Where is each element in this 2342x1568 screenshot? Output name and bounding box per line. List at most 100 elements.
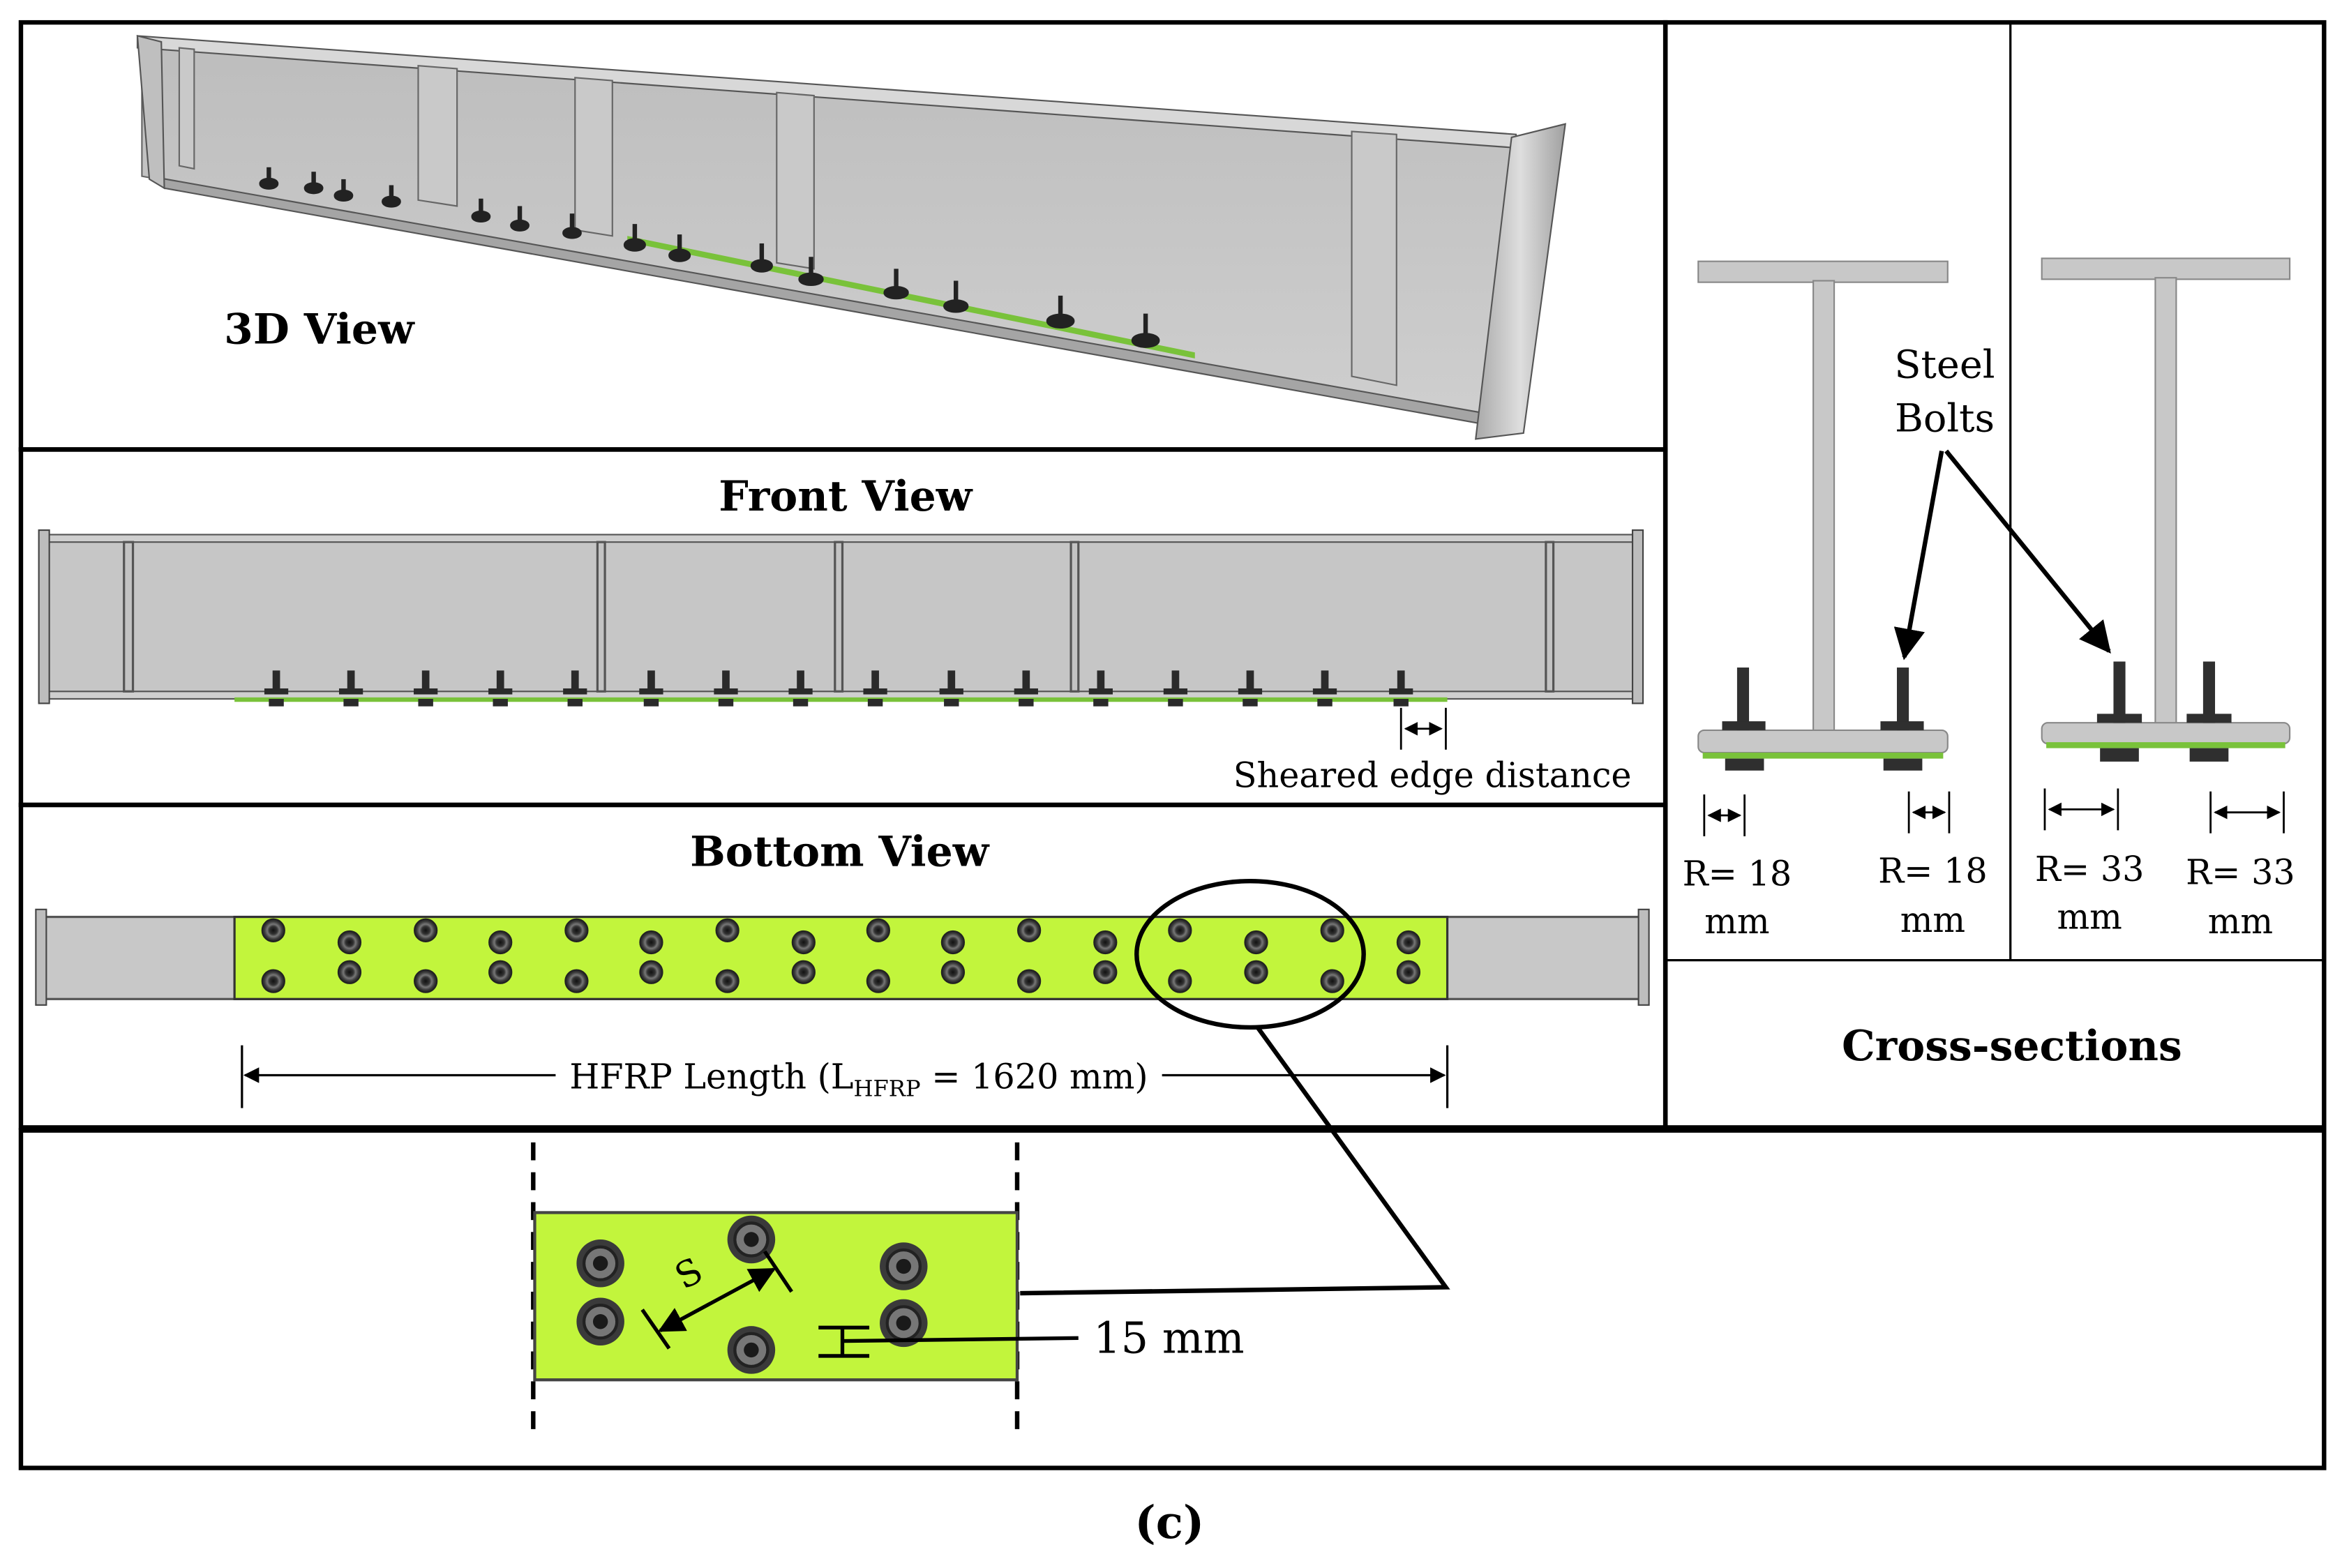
bottom-bolt: [1016, 918, 1042, 942]
cs2-web: [2154, 277, 2177, 725]
label-sheared-edge: Sheared edge distance: [1233, 755, 1632, 795]
front-bolt: [1389, 670, 1413, 707]
beam-3d-end-plate-left: [136, 34, 165, 190]
detail-bolt: [880, 1299, 928, 1348]
bottom-bolts: [261, 918, 1421, 993]
label-front-view: Front View: [719, 472, 973, 521]
cs1-web: [1812, 280, 1836, 733]
bottom-bolt: [639, 930, 663, 955]
beam-front: [38, 529, 1644, 704]
cross-section-1: [1697, 260, 1949, 771]
detail-hfrp-sheet: [533, 1211, 1019, 1382]
bottom-bolt: [1168, 969, 1192, 993]
bottom-bolt: [488, 930, 513, 955]
cross-section-2: [2041, 257, 2291, 762]
front-bolt: [788, 670, 813, 707]
bottom-bolt: [1244, 930, 1268, 955]
bottom-end-plate-right: [1637, 908, 1650, 1006]
cs1-top-flange: [1697, 260, 1949, 283]
cs2-bolt-left: [2096, 661, 2142, 762]
label-r18-left: R= 18: [1683, 854, 1792, 894]
front-bolt: [1238, 670, 1263, 707]
front-bolt: [338, 670, 363, 707]
bottom-bolt: [715, 969, 740, 993]
cs1-bolt-left: [1722, 668, 1766, 771]
steel-bolts-pointers: [1893, 449, 2111, 661]
bottom-bolt: [564, 918, 589, 942]
front-bolt: [1014, 670, 1038, 707]
front-stiffeners: [123, 541, 1555, 693]
bottom-bolt: [940, 960, 966, 984]
sheared-edge-dimension: [1399, 707, 1447, 750]
bottom-bolt: [866, 918, 891, 942]
beam-3d-web: [141, 40, 1517, 430]
bottom-bolt: [1093, 930, 1118, 955]
front-end-plate-right: [1631, 529, 1644, 704]
frame-detail: [18, 1128, 2327, 1470]
label-r33-left: R= 33: [2035, 849, 2145, 889]
front-bolt: [488, 670, 513, 707]
hfrp-length-suffix: = 1620 mm): [921, 1057, 1148, 1097]
bottom-bolt: [715, 918, 740, 942]
label-cross-sections: Cross-sections: [1842, 1022, 2182, 1071]
cs1-bolt-right: [1880, 668, 1924, 771]
label-15mm: 15 mm: [1093, 1313, 1244, 1364]
bottom-bolt: [940, 930, 966, 955]
label-mm-4: mm: [2208, 901, 2273, 942]
bottom-bolt: [488, 960, 513, 984]
edge-distance-labels: R= 18 mm R= 18 mm R= 33 mm R= 33 mm: [1683, 849, 2295, 942]
hfrp-length-subscript: HFRP: [853, 1075, 920, 1101]
zoom-leader-line: [1020, 1026, 1450, 1296]
bottom-end-plate-left: [35, 908, 47, 1006]
bottom-bolt: [414, 969, 438, 993]
bottom-bolt: [564, 969, 589, 993]
front-end-plate-left: [38, 529, 50, 704]
bottom-bolt: [1396, 930, 1421, 955]
detail-bolt: [727, 1215, 776, 1264]
bottom-bolt: [414, 918, 438, 942]
bottom-bolt: [1320, 969, 1344, 993]
front-bolts: [264, 670, 1413, 707]
front-bolt: [714, 670, 738, 707]
panel-frames: [18, 20, 2327, 1470]
front-bolt: [1163, 670, 1188, 707]
label-mm-3: mm: [2057, 897, 2122, 937]
detail-bolt: [576, 1239, 624, 1288]
front-bolt: [939, 670, 963, 707]
cs1-hfrp-sheet: [1702, 753, 1944, 759]
front-bolt: [414, 670, 438, 707]
bottom-bolt: [791, 960, 816, 984]
bottom-bolt: [337, 960, 362, 984]
cs2-hfrp-sheet: [2046, 742, 2285, 748]
front-bolt: [863, 670, 887, 707]
zoom-circle: [1134, 878, 1366, 1030]
cs2-bottom-flange: [2041, 722, 2291, 745]
beam-3d-bolts: [259, 167, 1160, 348]
bottom-bolt: [639, 960, 663, 984]
hfrp-length-prefix: HFRP Length (L: [569, 1057, 853, 1097]
front-bolt: [639, 670, 663, 707]
label-hfrp-length: HFRP Length (LHFRP = 1620 mm): [569, 1057, 1148, 1102]
edge-distance-dimensions: [1703, 788, 2285, 836]
frame-cross-sections: [1662, 20, 2327, 1130]
detail-bolt: [727, 1326, 776, 1374]
label-mm-1: mm: [1704, 901, 1769, 942]
front-bolt: [1088, 670, 1113, 707]
bottom-bolt: [791, 930, 816, 955]
beam-3d: [136, 34, 1566, 440]
cs1-bottom-flange: [1697, 729, 1949, 754]
bottom-bolt: [261, 918, 285, 942]
front-bolt: [1312, 670, 1337, 707]
label-bottom-view: Bottom View: [690, 828, 990, 877]
bottom-bolt: [866, 969, 891, 993]
front-bolt: [264, 670, 289, 707]
bottom-bolt: [1320, 918, 1344, 942]
bottom-bolt: [1093, 960, 1118, 984]
detail-bolt: [576, 1297, 624, 1345]
edge-15mm-dimension: [818, 1325, 1079, 1358]
bottom-bolt: [337, 930, 362, 955]
label-r18-right: R= 18: [1878, 850, 1988, 891]
detail-view: S 15 mm: [531, 1142, 1245, 1437]
